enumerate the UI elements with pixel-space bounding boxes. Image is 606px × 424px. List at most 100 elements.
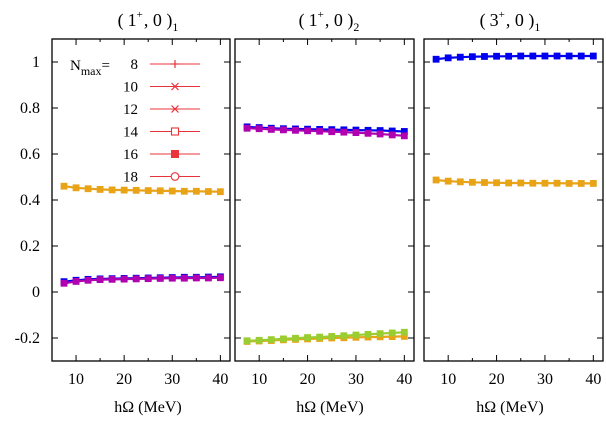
data-point bbox=[456, 53, 464, 61]
x-tick-label: 10 bbox=[251, 371, 267, 388]
x-tick-label: 10 bbox=[440, 371, 456, 388]
x-tick-label: 20 bbox=[116, 371, 132, 388]
data-point bbox=[279, 335, 287, 343]
data-point bbox=[553, 52, 561, 60]
data-point bbox=[60, 182, 68, 190]
data-point bbox=[376, 130, 384, 138]
legend-marker bbox=[171, 150, 179, 158]
y-tick-label: 0.4 bbox=[20, 192, 40, 209]
tick-marks bbox=[423, 39, 603, 361]
data-point bbox=[529, 179, 537, 187]
data-point bbox=[156, 187, 164, 195]
data-point bbox=[529, 52, 537, 60]
data-point bbox=[432, 176, 440, 184]
data-point bbox=[388, 329, 396, 337]
legend-entry: 18 bbox=[123, 170, 200, 186]
data-point bbox=[364, 330, 372, 338]
y-tick-label: 1 bbox=[32, 54, 40, 71]
data-point bbox=[565, 52, 573, 60]
x-tick-label: 30 bbox=[537, 371, 553, 388]
y-tick-label: 0.8 bbox=[20, 100, 40, 117]
data-point bbox=[108, 275, 116, 283]
data-point bbox=[352, 129, 360, 137]
data-point bbox=[180, 187, 188, 195]
data-point bbox=[316, 127, 324, 135]
data-point bbox=[304, 127, 311, 135]
plot-frame bbox=[51, 38, 231, 362]
data-point bbox=[505, 179, 513, 187]
data-point bbox=[255, 125, 263, 133]
data-point bbox=[120, 186, 128, 194]
data-point bbox=[444, 177, 452, 185]
data-point bbox=[468, 178, 476, 186]
data-point bbox=[493, 52, 500, 60]
data-point bbox=[192, 187, 200, 195]
data-point bbox=[589, 180, 597, 187]
legend-entry: 12 bbox=[123, 102, 200, 118]
legend-marker bbox=[171, 60, 179, 68]
data-point bbox=[243, 124, 251, 132]
legend-label: 12 bbox=[123, 102, 138, 118]
series bbox=[243, 328, 408, 345]
x-tick-label: 20 bbox=[489, 371, 505, 388]
data-point bbox=[204, 274, 212, 282]
data-point bbox=[84, 276, 92, 284]
tick-marks bbox=[51, 39, 230, 361]
data-point bbox=[267, 125, 275, 133]
data-point bbox=[456, 178, 464, 186]
series-layer bbox=[243, 123, 408, 345]
data-point bbox=[577, 180, 585, 187]
tick-marks bbox=[234, 39, 414, 361]
data-point bbox=[156, 275, 164, 282]
data-point bbox=[388, 131, 396, 139]
data-point bbox=[400, 328, 408, 336]
data-point bbox=[304, 334, 311, 341]
plot-frame bbox=[423, 38, 604, 362]
legend-entry: 14 bbox=[123, 125, 200, 141]
data-point bbox=[589, 52, 597, 60]
series bbox=[432, 176, 597, 187]
data-point bbox=[505, 52, 513, 60]
data-point bbox=[400, 132, 408, 140]
y-tick-labels: -0.200.20.40.60.81 bbox=[15, 54, 40, 347]
series-layer bbox=[60, 182, 224, 287]
legend-label: 18 bbox=[123, 170, 138, 186]
legend-marker bbox=[171, 82, 179, 91]
data-point bbox=[577, 52, 585, 60]
data-point bbox=[481, 179, 488, 186]
data-point bbox=[96, 276, 104, 283]
series bbox=[432, 52, 597, 63]
data-point bbox=[60, 279, 68, 287]
data-point bbox=[493, 179, 500, 187]
y-tick-label: 0.2 bbox=[20, 238, 40, 255]
legend-marker bbox=[171, 105, 179, 113]
data-point bbox=[316, 333, 324, 341]
data-point bbox=[468, 53, 476, 61]
x-axis-label: hΩ (MeV) bbox=[476, 399, 543, 416]
y-tick-label: -0.2 bbox=[15, 330, 40, 347]
panel-title: (1+, 0 )2 bbox=[299, 9, 360, 34]
data-point bbox=[565, 180, 573, 187]
plot-frame bbox=[234, 38, 415, 362]
data-point bbox=[292, 126, 299, 134]
data-point bbox=[84, 185, 92, 193]
x-tick-labels: 10 20 30 40 bbox=[440, 371, 601, 388]
data-point bbox=[144, 275, 152, 283]
data-point bbox=[517, 52, 525, 60]
data-point bbox=[553, 179, 561, 187]
x-tick-label: 10 bbox=[68, 371, 84, 388]
x-tick-label: 40 bbox=[585, 371, 601, 388]
legend-label: 14 bbox=[123, 125, 139, 141]
x-axis-label: hΩ (MeV) bbox=[296, 399, 363, 416]
series-layer bbox=[432, 52, 597, 187]
data-point bbox=[432, 55, 440, 63]
x-tick-label: 40 bbox=[212, 371, 228, 388]
x-tick-label: 20 bbox=[300, 371, 316, 388]
x-axis-label: hΩ (MeV) bbox=[114, 399, 181, 416]
